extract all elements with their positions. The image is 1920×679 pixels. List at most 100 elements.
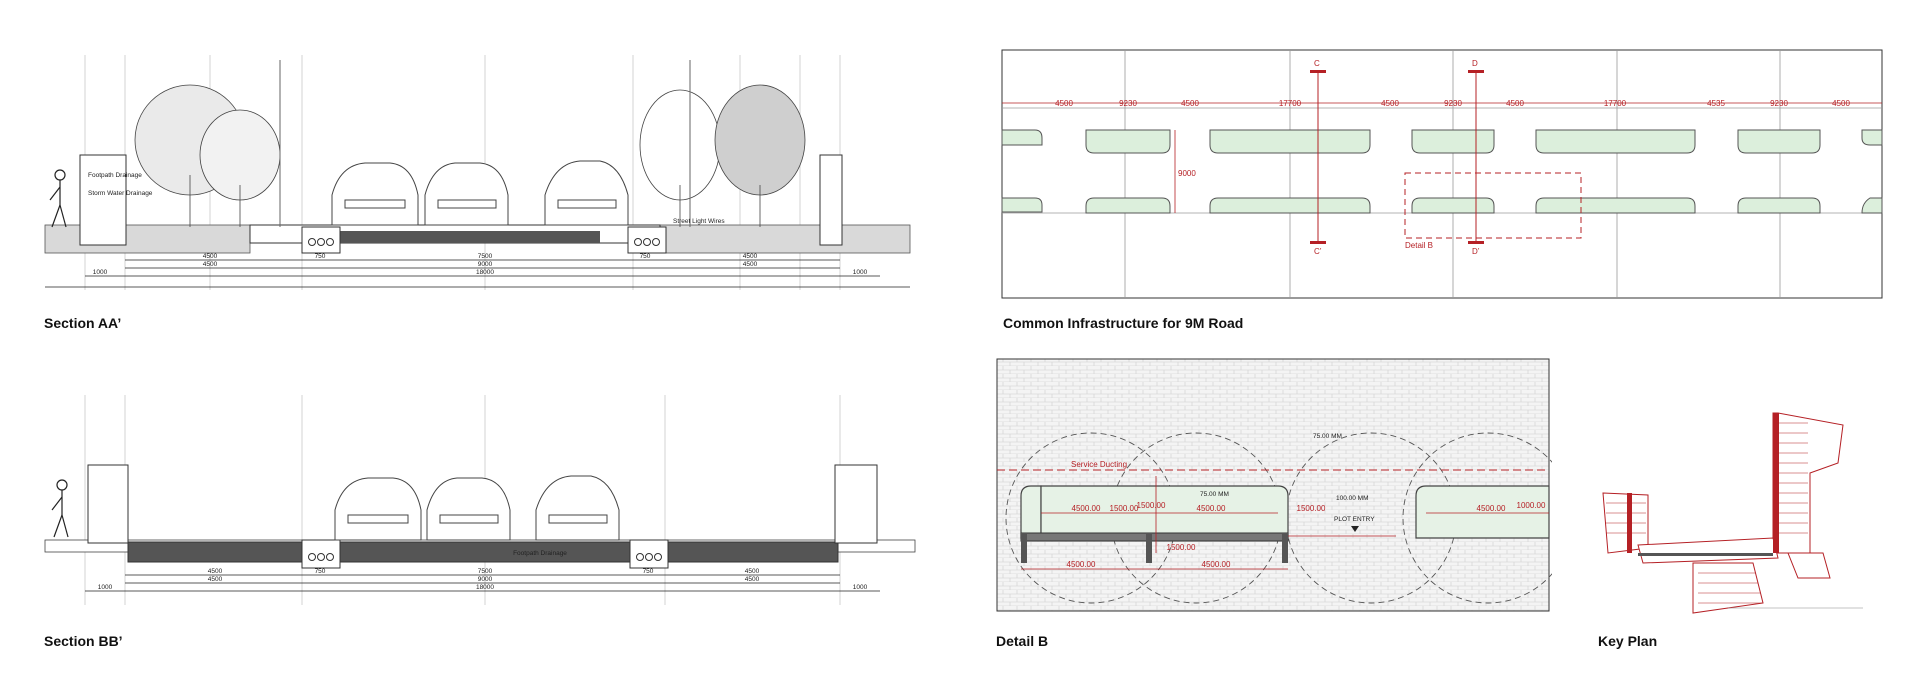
svg-text:9000: 9000 (478, 576, 493, 583)
svg-text:9000: 9000 (478, 261, 493, 268)
cut-marker-d: D D’ (1468, 59, 1484, 256)
kerb-right (1415, 485, 1550, 539)
svg-text:1500.00: 1500.00 (1137, 501, 1166, 510)
section-bb-svg: Footpath Drainage 4500 750 7500 750 4500… (44, 395, 916, 605)
svg-text:18000: 18000 (476, 269, 494, 276)
road-surface (127, 541, 839, 563)
svg-text:1500.00: 1500.00 (1297, 504, 1326, 513)
svg-text:4500.00: 4500.00 (1197, 504, 1226, 513)
svg-text:1000: 1000 (853, 269, 868, 276)
svg-text:4500: 4500 (1181, 99, 1199, 108)
wall-left (79, 154, 127, 246)
svg-text:4500.00: 4500.00 (1067, 560, 1096, 569)
svg-text:4500: 4500 (743, 261, 758, 268)
svg-text:75.00 MM: 75.00 MM (1313, 433, 1342, 440)
svg-text:4500: 4500 (208, 576, 223, 583)
section-aa-caption: Section AA’ (44, 315, 122, 331)
svg-text:18000: 18000 (476, 584, 494, 591)
cut-marker-c: C C’ (1310, 59, 1326, 256)
plot-entry-label: PLOT ENTRY (1334, 516, 1375, 523)
svg-text:4500: 4500 (743, 253, 758, 260)
wall-left (87, 464, 129, 544)
svg-text:7500: 7500 (478, 568, 493, 575)
svg-text:C: C (1314, 59, 1320, 68)
svg-text:D’: D’ (1472, 247, 1480, 256)
ground-left (44, 224, 251, 254)
svg-text:750: 750 (315, 568, 326, 575)
note-2: Storm Water Drainage (88, 190, 153, 197)
detail-b-drawing: Service Ducting 75.00 MM 75.00 MM 100.00… (996, 358, 1574, 619)
svg-text:4500: 4500 (208, 568, 223, 575)
svg-text:750: 750 (643, 568, 654, 575)
svg-text:C’: C’ (1314, 247, 1322, 256)
svg-text:9230: 9230 (1770, 99, 1788, 108)
note-1: Footpath Drainage (513, 550, 567, 557)
medians-bottom (1001, 197, 1883, 214)
plot-entry-arrow (1351, 526, 1359, 532)
ground-right (659, 224, 911, 254)
tree-left (134, 84, 281, 227)
svg-text:9230: 9230 (1444, 99, 1462, 108)
red-dim-lines (1021, 476, 1549, 570)
svg-text:1000: 1000 (98, 584, 113, 591)
svg-text:4500: 4500 (1506, 99, 1524, 108)
key-plan-svg (1602, 412, 1863, 614)
infrastructure-plan: 4500 9230 4500 17700 4500 9230 4500 1770… (1000, 48, 1885, 308)
svg-text:4535: 4535 (1707, 99, 1725, 108)
svg-text:4500.00: 4500.00 (1072, 504, 1101, 513)
guide-lines (84, 395, 841, 605)
key-plan-hatch (1606, 422, 1808, 604)
svg-text:750: 750 (315, 253, 326, 260)
dims-row-2: 4500 9000 4500 (203, 261, 758, 268)
svg-text:1500.00: 1500.00 (1110, 504, 1139, 513)
detail-b-label: Detail B (1405, 241, 1433, 250)
svg-text:4500.00: 4500.00 (1477, 504, 1506, 513)
svg-text:4500: 4500 (745, 568, 760, 575)
tree-right (639, 84, 806, 227)
section-aa-drawing: Footpath Drainage Storm Water Drainage S… (40, 55, 920, 300)
road-surface (310, 231, 600, 243)
person-figure (51, 479, 69, 538)
dimension-lines (85, 574, 880, 592)
detail-dims: 4500.00 1500.00 4500.00 1500.00 1500.00 … (1067, 501, 1546, 569)
dims-row-2: 4500 9000 4500 (208, 576, 760, 583)
svg-text:75.00 MM: 75.00 MM (1200, 491, 1229, 498)
svg-text:1500.00: 1500.00 (1167, 543, 1196, 552)
drain-left (301, 226, 341, 254)
note-3: Street Light Wires (673, 218, 725, 225)
svg-text:4500.00: 4500.00 (1202, 560, 1231, 569)
infrastructure-caption: Common Infrastructure for 9M Road (1003, 315, 1244, 331)
key-plan-caption: Key Plan (1598, 633, 1658, 649)
vertical-dim: 9000 (1178, 169, 1196, 178)
wall-right (834, 464, 878, 544)
section-aa-svg: Footpath Drainage Storm Water Drainage S… (44, 55, 911, 290)
medians-top (1001, 129, 1883, 154)
note-1: Footpath Drainage (88, 172, 142, 179)
detail-b-caption: Detail B (996, 633, 1049, 649)
dims-row-1: 4500 750 7500 750 4500 (203, 253, 758, 260)
svg-text:750: 750 (640, 253, 651, 260)
svg-text:17700: 17700 (1604, 99, 1627, 108)
drain-right (627, 226, 667, 254)
detail-b-svg: Service Ducting 75.00 MM 75.00 MM 100.00… (996, 358, 1574, 612)
svg-text:100.00 MM: 100.00 MM (1336, 495, 1369, 502)
svg-text:17700: 17700 (1279, 99, 1302, 108)
detail-frame (996, 358, 1550, 612)
section-bb-caption: Section BB’ (44, 633, 123, 649)
svg-text:4500: 4500 (203, 253, 218, 260)
key-plan-drawing (1598, 403, 1868, 628)
svg-text:D: D (1472, 59, 1478, 68)
plan-frame (1001, 49, 1883, 299)
dimension-lines (85, 259, 880, 277)
svg-text:1000: 1000 (853, 584, 868, 591)
wall-right (819, 154, 843, 246)
dims-top: 4500 9230 4500 17700 4500 9230 4500 1770… (1055, 99, 1850, 108)
cars (334, 475, 620, 541)
dims-row-3: 1000 18000 1000 (93, 269, 868, 276)
svg-text:1000: 1000 (93, 269, 108, 276)
svg-text:7500: 7500 (478, 253, 493, 260)
service-duct-label: Service Ducting (1071, 460, 1127, 469)
svg-text:4500: 4500 (1832, 99, 1850, 108)
svg-text:1000.00: 1000.00 (1517, 501, 1546, 510)
svg-text:4500: 4500 (203, 261, 218, 268)
